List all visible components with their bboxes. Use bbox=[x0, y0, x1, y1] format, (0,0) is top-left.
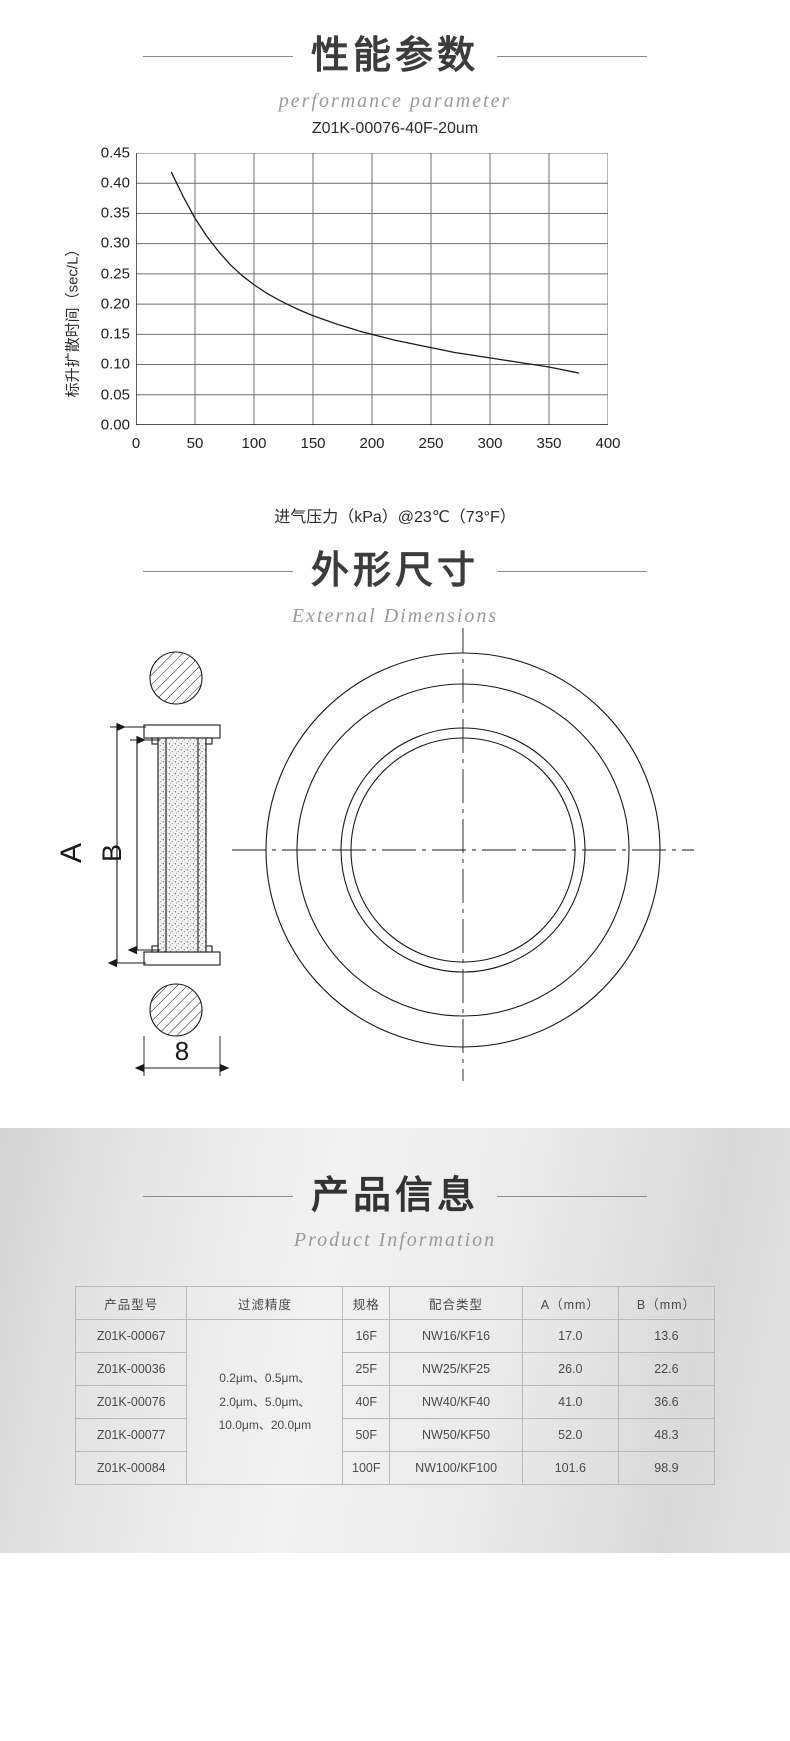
chart-x-tick: 350 bbox=[536, 434, 562, 452]
heading-rule-right bbox=[497, 571, 647, 573]
col-header-b: B（mm） bbox=[617, 1286, 716, 1321]
chart-y-tick: 0.00 bbox=[100, 416, 130, 434]
product-heading-en: Product Information bbox=[293, 1229, 497, 1252]
cell-a: 101.6 bbox=[521, 1451, 619, 1486]
cell-a: 41.0 bbox=[521, 1385, 619, 1420]
chart-x-tick: 150 bbox=[300, 434, 326, 452]
cell-type: NW100/KF100 bbox=[389, 1451, 523, 1486]
dimensions-heading-cn: 外形尺寸 bbox=[310, 549, 479, 592]
dimensions-heading-en: External Dimensions bbox=[291, 604, 499, 627]
cell-model: Z01K-00067 bbox=[74, 1319, 188, 1354]
chart-svg bbox=[135, 152, 609, 426]
cell-spec: 40F bbox=[342, 1385, 391, 1420]
cell-a: 26.0 bbox=[521, 1352, 619, 1387]
cell-b: 36.6 bbox=[617, 1385, 716, 1420]
chart-y-tick: 0.30 bbox=[100, 234, 130, 252]
cell-model: Z01K-00076 bbox=[74, 1385, 188, 1420]
cell-b: 22.6 bbox=[617, 1352, 716, 1387]
chart-x-tick: 200 bbox=[359, 434, 385, 452]
heading-row: 性能参数 bbox=[0, 35, 790, 78]
dimensions-svg: A B 8 bbox=[55, 618, 694, 1081]
cell-model: Z01K-00036 bbox=[74, 1352, 188, 1387]
chart-x-tick: 0 bbox=[131, 434, 141, 452]
heading-rule-left bbox=[142, 1195, 293, 1197]
cell-type: NW25/KF25 bbox=[389, 1352, 523, 1387]
heading-rule-right bbox=[497, 1195, 647, 1197]
filter-precision-line: 2.0μm、5.0μm、 bbox=[219, 1394, 311, 1409]
heading-rule-right bbox=[497, 56, 647, 58]
heading-rule-left bbox=[142, 571, 293, 573]
heading-row: 产品信息 bbox=[0, 1174, 790, 1218]
heading-row: 外形尺寸 bbox=[0, 549, 790, 593]
table-body: Z01K-00067 0.2μm、0.5μm、 2.0μm、5.0μm、 10.0μm… bbox=[74, 1319, 716, 1486]
cell-b: 48.3 bbox=[617, 1418, 716, 1453]
chart-x-tick: 400 bbox=[595, 434, 621, 452]
product-heading-cn: 产品信息 bbox=[310, 1174, 479, 1217]
col-header-model: 产品型号 bbox=[74, 1286, 188, 1321]
heading-rule-left bbox=[142, 56, 293, 58]
cell-spec: 25F bbox=[342, 1352, 391, 1387]
filter-precision-line: 0.2μm、0.5μm、 bbox=[219, 1371, 311, 1386]
chart-y-tick-group: 0.00 0.05 0.10 0.15 0.20 0.25 0.30 0.35 0.40 0.45 bbox=[70, 113, 130, 543]
chart-y-tick: 0.15 bbox=[100, 325, 130, 343]
chart-plot-area bbox=[135, 152, 609, 426]
cell-filter-precision: 0.2μm、0.5μm、 2.0μm、5.0μm、 10.0μm、20.0μm bbox=[186, 1319, 344, 1486]
chart-series-line-0 bbox=[170, 171, 580, 374]
external-dimensions-drawing: A B 8 bbox=[0, 618, 790, 1128]
dimension-label-a: A bbox=[55, 843, 88, 863]
col-header-type: 配合类型 bbox=[389, 1286, 523, 1321]
cell-type: NW40/KF40 bbox=[389, 1385, 523, 1420]
cell-model: Z01K-00084 bbox=[74, 1451, 188, 1486]
cell-a: 52.0 bbox=[521, 1418, 619, 1453]
chart-y-tick: 0.20 bbox=[100, 295, 130, 313]
product-section-heading: 产品信息 Product Information bbox=[0, 1128, 790, 1253]
cell-spec: 50F bbox=[342, 1418, 391, 1453]
col-header-a: A（mm） bbox=[521, 1286, 619, 1321]
performance-chart: Z01K-00076-40F-20um 标升扩散时间（sec/L） 进气压力（k… bbox=[0, 113, 790, 543]
chart-x-tick: 250 bbox=[418, 434, 444, 452]
cell-a: 17.0 bbox=[521, 1319, 619, 1354]
product-info-section: 产品信息 Product Information 产品型号 过滤精度 规格 配合… bbox=[0, 1127, 790, 1553]
col-header-spec: 规格 bbox=[342, 1286, 391, 1321]
cell-type: NW16/KF16 bbox=[389, 1319, 523, 1354]
chart-title: Z01K-00076-40F-20um bbox=[311, 119, 479, 137]
product-table: 产品型号 过滤精度 规格 配合类型 A（mm） B（mm） Z01K-00067… bbox=[74, 1286, 716, 1486]
cell-b: 13.6 bbox=[617, 1319, 716, 1354]
performance-heading-cn: 性能参数 bbox=[310, 35, 479, 77]
chart-x-tick: 300 bbox=[477, 434, 503, 452]
dimension-label-b: B bbox=[97, 844, 127, 862]
cell-spec: 16F bbox=[342, 1319, 391, 1354]
performance-section-heading: 性能参数 performance parameter bbox=[0, 0, 790, 113]
chart-x-tick: 50 bbox=[186, 434, 204, 452]
table-row: Z01K-00067 0.2μm、0.5μm、 2.0μm、5.0μm、 10.0μm… bbox=[74, 1319, 716, 1486]
cell-model: Z01K-00077 bbox=[74, 1418, 188, 1453]
chart-x-tick-group: 0 50 100 150 200 250 300 350 400 bbox=[0, 113, 790, 543]
dimensions-section-heading: 外形尺寸 External Dimensions bbox=[0, 543, 790, 628]
chart-y-tick: 0.25 bbox=[100, 265, 130, 283]
chart-y-tick: 0.45 bbox=[100, 144, 130, 162]
chart-y-tick: 0.05 bbox=[100, 386, 130, 404]
table-head: 产品型号 过滤精度 规格 配合类型 A（mm） B（mm） bbox=[74, 1286, 716, 1321]
chart-y-tick: 0.40 bbox=[100, 174, 130, 192]
chart-y-tick: 0.35 bbox=[100, 204, 130, 222]
chart-y-tick: 0.10 bbox=[100, 355, 130, 373]
dimension-label-width: 8 bbox=[175, 1036, 189, 1066]
chart-x-axis-label: 进气压力（kPa）@23℃（73°F） bbox=[274, 508, 516, 526]
table-header-row: 产品型号 过滤精度 规格 配合类型 A（mm） B（mm） bbox=[74, 1286, 716, 1321]
col-header-filter: 过滤精度 bbox=[186, 1286, 344, 1321]
cell-b: 98.9 bbox=[617, 1451, 716, 1486]
filter-precision-line: 10.0μm、20.0μm bbox=[218, 1418, 312, 1433]
cell-spec: 100F bbox=[342, 1451, 391, 1486]
performance-heading-en: performance parameter bbox=[278, 89, 512, 112]
cell-type: NW50/KF50 bbox=[389, 1418, 523, 1453]
chart-x-tick: 100 bbox=[241, 434, 267, 452]
